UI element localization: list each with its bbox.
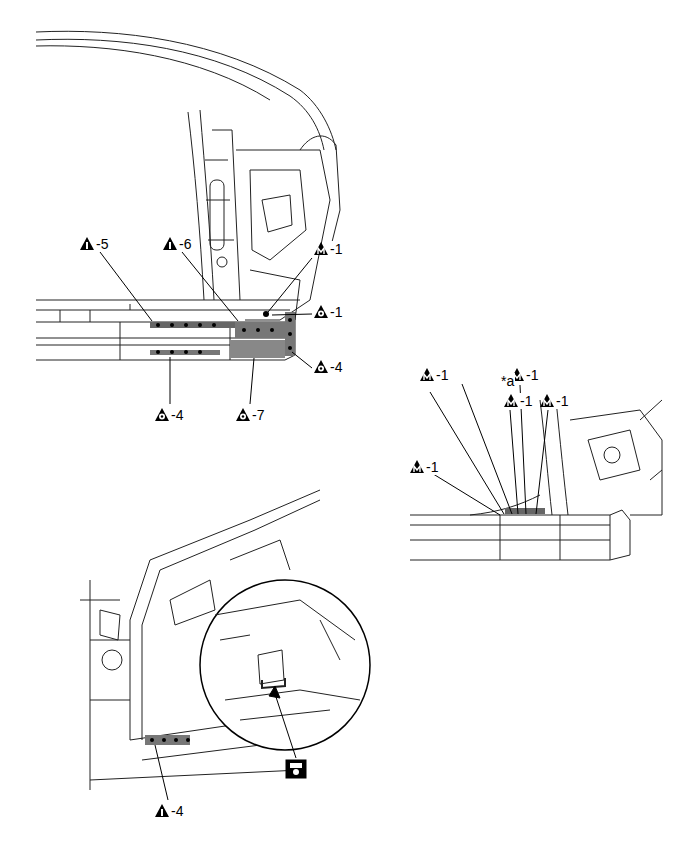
symbol-mark xyxy=(86,242,88,249)
symbol-mark xyxy=(508,400,514,406)
weld-symbol xyxy=(314,360,328,373)
callout-number: -1 xyxy=(525,367,539,383)
weld-symbol xyxy=(236,408,250,421)
symbol-mark xyxy=(242,415,244,417)
callout-number: -4 xyxy=(170,407,184,423)
callout-number: -6 xyxy=(178,236,192,252)
symbol-mark xyxy=(414,466,420,472)
callout-number: -1 xyxy=(425,459,439,475)
symbol-mark xyxy=(424,374,430,380)
callout-number: -7 xyxy=(251,407,265,423)
weld-symbol xyxy=(504,394,518,407)
symbol-mark xyxy=(318,311,324,317)
callout-number: -1 xyxy=(329,304,343,320)
callout-number: -1 xyxy=(435,367,449,383)
symbol-mark xyxy=(544,400,550,406)
weld-symbol xyxy=(155,804,169,817)
callout-number: -4 xyxy=(329,359,343,375)
callout-number: -4 xyxy=(170,803,184,819)
symbol-mark xyxy=(320,312,322,314)
symbol-mark xyxy=(318,366,324,372)
weld-symbol xyxy=(410,460,424,473)
callout-number: -1 xyxy=(519,393,533,409)
symbol-mark xyxy=(161,809,163,816)
weld-symbol xyxy=(155,408,169,421)
symbol-mark xyxy=(320,367,322,369)
weld-symbol xyxy=(163,237,177,250)
callout-number: -5 xyxy=(95,236,109,252)
symbol-mark xyxy=(240,414,246,420)
weld-symbol xyxy=(314,305,328,318)
weld-symbol xyxy=(420,368,434,381)
weld-symbol xyxy=(540,394,554,407)
symbol-mark xyxy=(161,415,163,417)
symbol-mark xyxy=(159,414,165,420)
symbol-mark xyxy=(318,248,324,254)
weld-symbol xyxy=(314,242,328,255)
callout-number: -1 xyxy=(555,393,569,409)
weld-symbol xyxy=(80,237,94,250)
note-mark: *a xyxy=(500,373,515,389)
symbol-mark xyxy=(169,242,171,249)
callout-number: -1 xyxy=(329,241,343,257)
